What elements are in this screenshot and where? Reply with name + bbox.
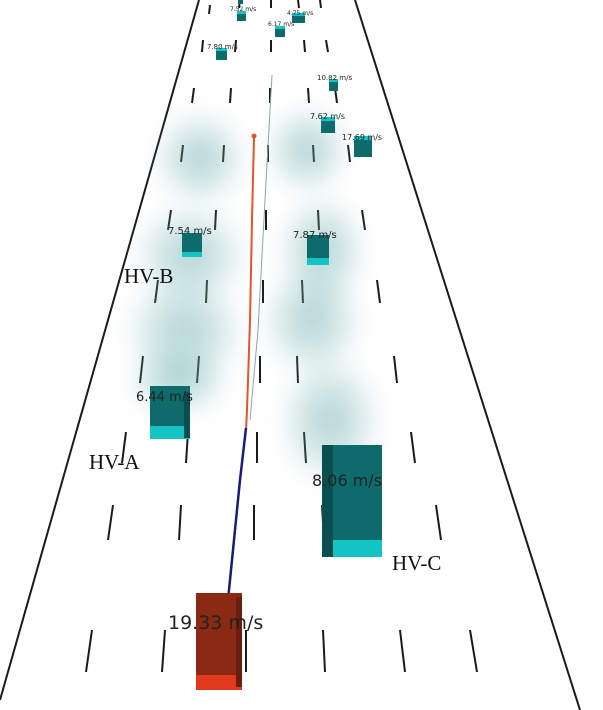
speed-label-hv-b: 7.54 m/s [168,226,212,237]
vehicle-mid-right [307,235,329,265]
road-left-edge [0,0,200,701]
vehicle-far-3 [329,79,338,91]
executed-path [226,427,248,601]
speed-label-far-1: 7.62 m/s [310,112,345,121]
ego-vehicle [196,593,242,690]
label-hv-c: HV-C [392,551,441,575]
speed-label-far-7: 7.52 m/s [230,6,256,13]
reference-path [249,74,273,421]
label-hv-a: HV-A [89,450,140,474]
speed-label-hv-a: 6.44 m/s [136,390,193,405]
far-vehicles [216,0,372,157]
vehicle-hv-b [182,233,202,257]
speed-label-far-3: 10.82 m/s [317,74,352,82]
label-hv-b: HV-B [124,264,173,288]
road-right-edge [354,0,581,710]
speed-label-far-4: 7.80 m/s [207,43,238,51]
vehicle-far-2 [354,136,372,157]
uncertainty-hv-c-upper [257,260,367,380]
vehicle-far-4 [216,48,227,60]
vehicle-hv-c [322,445,382,557]
vehicle-far-6 [292,13,305,23]
speed-label-ego: 19.33 m/s [168,612,263,634]
speed-label-hv-c: 8.06 m/s [312,471,382,490]
speed-label-mid-right: 7.87 m/s [293,230,337,241]
planned-path-endpoint [251,133,257,139]
speed-label-far-5: 6.17 m/s [268,21,294,28]
uncertainty-hv-b-upper [150,106,250,210]
vehicle-far-5 [275,26,285,37]
vehicle-far-7 [237,11,246,21]
planned-path [245,137,255,431]
vehicle-hv-a [150,386,190,439]
speed-label-far-2: 17.69 m/s [342,133,382,142]
speed-label-far-6: 4.75 m/s [287,10,313,17]
